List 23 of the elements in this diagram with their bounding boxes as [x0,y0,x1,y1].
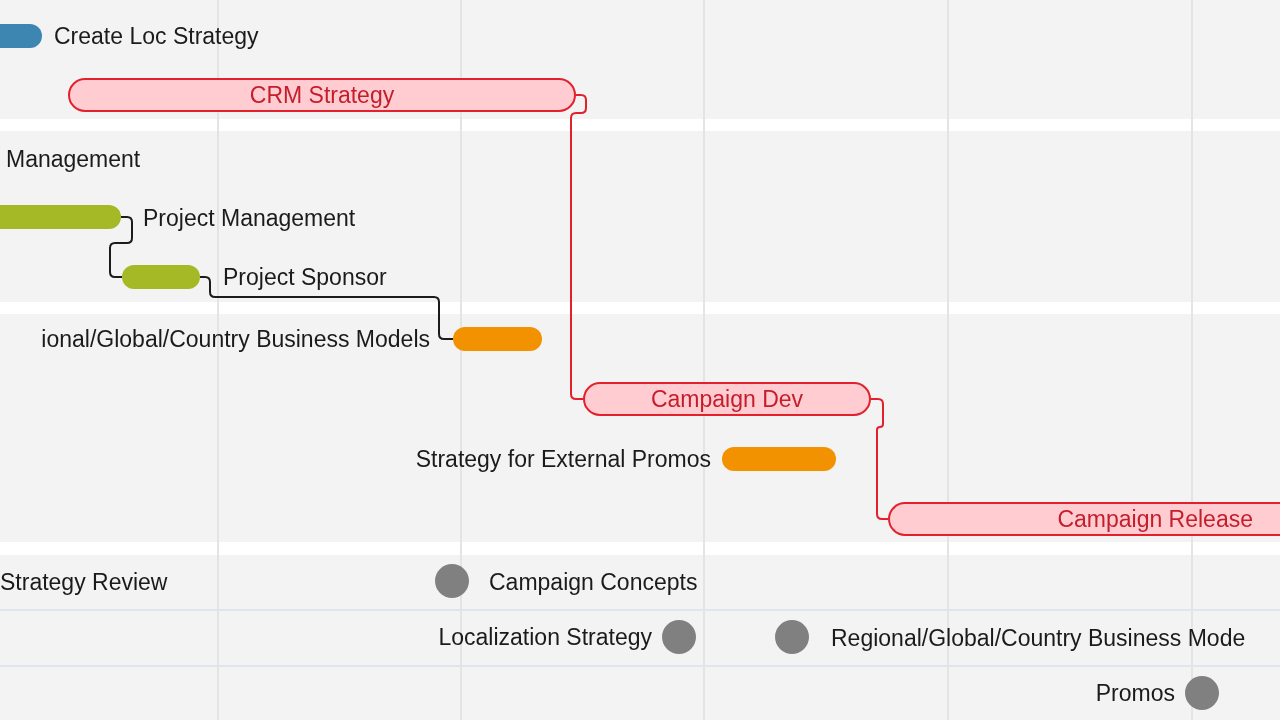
milestone-label: Promos [1095,679,1175,707]
task-label: Strategy for External Promos [415,445,711,473]
task-bar [0,24,42,48]
task-label: Strategy Review [0,568,168,596]
dependency-connector [199,276,454,340]
dependency-connector [109,216,133,278]
task-label: Management [6,145,141,173]
milestone-label: Campaign Concepts [489,568,698,596]
task-bar [0,205,121,229]
milestone-label: Localization Strategy [438,623,652,651]
task-label: Project Management [143,204,356,232]
task-label: ional/Global/Country Business Models [41,325,430,353]
task-bar: Campaign Dev [583,382,871,416]
task-bar [722,447,836,471]
task-label: Create Loc Strategy [54,22,259,50]
task-bar: Campaign Release [888,502,1280,536]
task-label: Project Sponsor [223,263,387,291]
dependency-connector [570,94,587,400]
task-bar [122,265,200,289]
task-bar: CRM Strategy [68,78,576,112]
milestone-label: Regional/Global/Country Business Mode [831,624,1246,652]
dependency-connector [870,398,889,520]
task-bar [453,327,542,351]
